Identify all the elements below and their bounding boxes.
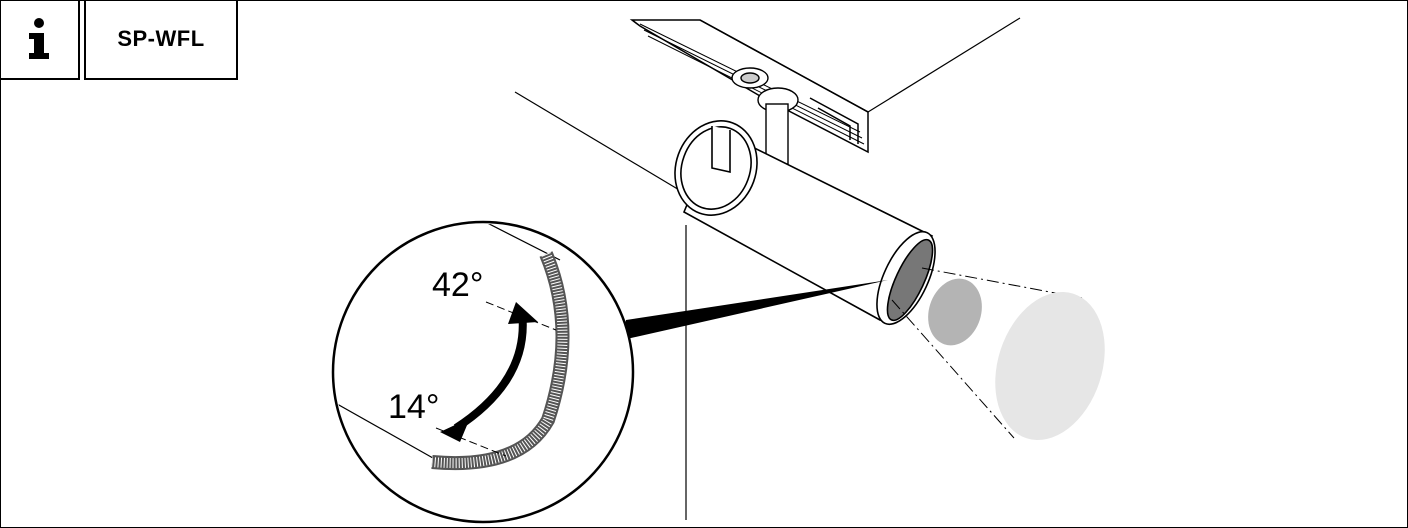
angle-max-label: 42°: [432, 266, 483, 304]
track-adapter: [731, 67, 799, 165]
angle-min-label: 14°: [388, 388, 439, 426]
room-lines: [514, 17, 1021, 520]
adjust-arrow: [453, 311, 527, 432]
magnifier-pointer: [622, 280, 888, 340]
model-label: SP-WFL: [84, 0, 238, 80]
detail-magnifier: 42° 14°: [331, 220, 635, 524]
info-icon: [29, 18, 49, 59]
info-box: [0, 0, 80, 80]
spotlight-body: [674, 120, 936, 326]
beam-spot-narrow: [928, 278, 982, 346]
beam-spot-wide: [995, 291, 1105, 441]
